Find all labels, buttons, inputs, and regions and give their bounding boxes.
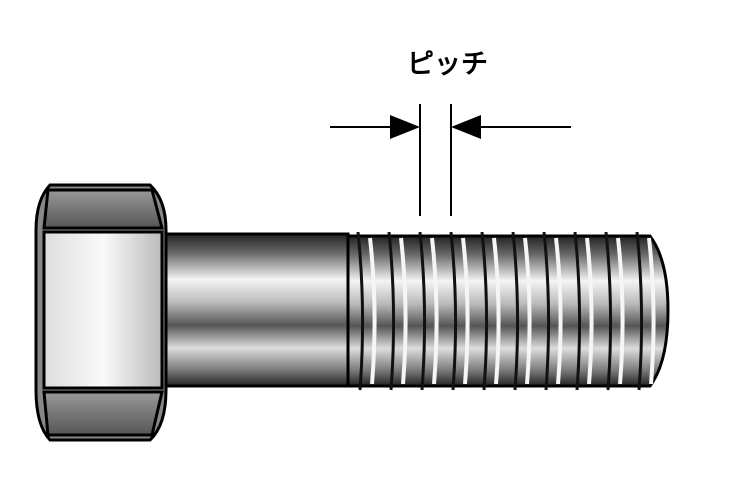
thread-highlight: [554, 237, 563, 385]
arrow-right-icon: [390, 115, 420, 139]
bolt-head: [34, 183, 168, 442]
thread-highlight: [585, 237, 594, 385]
bolt-thread: [338, 231, 670, 391]
pitch-label: ピッチ: [407, 49, 488, 80]
thread-ridge: [604, 231, 613, 391]
thread-highlight: [368, 237, 377, 385]
arrow-left-icon: [451, 115, 481, 139]
thread-ridge: [480, 231, 489, 391]
pitch-dimension: [330, 104, 571, 216]
thread-ridge: [356, 231, 365, 391]
thread-highlight: [461, 237, 470, 385]
thread-highlight: [430, 237, 439, 385]
thread-highlight: [647, 237, 656, 385]
thread-ridge: [635, 231, 644, 391]
thread-ridge: [449, 231, 458, 391]
thread-highlight: [616, 237, 625, 385]
thread-highlight: [399, 237, 408, 385]
thread-ridge: [511, 231, 520, 391]
thread-ridge: [387, 231, 396, 391]
thread-ridge: [542, 231, 551, 391]
thread-ridge: [573, 231, 582, 391]
thread-ridge: [418, 231, 427, 391]
thread-highlight: [523, 237, 532, 385]
bolt-shank: [156, 232, 350, 388]
thread-highlight: [492, 237, 501, 385]
